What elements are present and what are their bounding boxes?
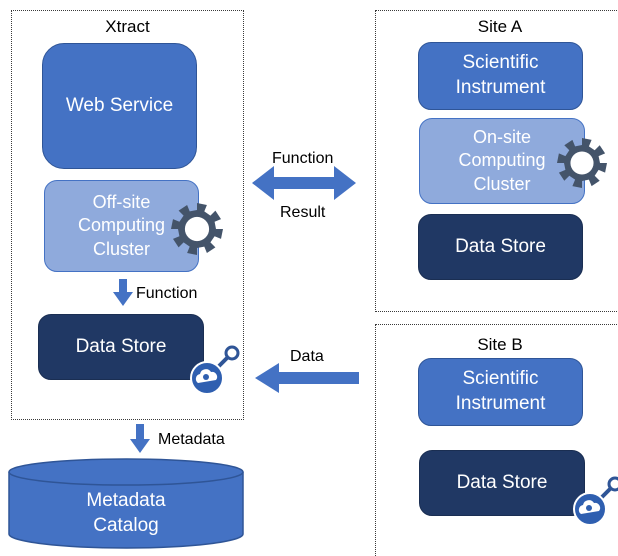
site-b-instrument-label: Scientific Instrument [455, 368, 546, 414]
onsite-cluster-box: On-site Computing Cluster [419, 118, 585, 204]
offsite-cluster-label: Off-site Computing Cluster [77, 191, 166, 259]
site-b-data-store-label: Data Store [456, 471, 548, 493]
site-a-region: Site A [375, 10, 618, 312]
web-service-label: Web Service [65, 94, 174, 116]
site-a-title: Site A [477, 17, 523, 36]
onsite-cluster-label: On-site Computing Cluster [458, 126, 546, 194]
gear-icon [171, 203, 223, 255]
down-arrow-icon [113, 279, 133, 306]
globus-icon [573, 476, 618, 526]
xtract-data-store-label: Data Store [75, 335, 167, 357]
site-a-instrument-box: Scientific Instrument [418, 42, 583, 110]
globus-dot [203, 374, 209, 380]
site-b-data-store-box: Data Store [419, 450, 585, 516]
left-arrow-icon [255, 363, 359, 393]
metadata-catalog-label-box: Metadata Catalog [8, 482, 244, 546]
globus-handle-ring [224, 345, 240, 361]
site-a-data-store-label: Data Store [455, 235, 546, 257]
site-b-title: Site B [477, 335, 523, 354]
globus-icon [190, 345, 240, 395]
metadata-catalog-label: Metadata Catalog [86, 490, 166, 536]
function-arrow-label: Function [272, 150, 334, 167]
web-service-box: Web Service [42, 43, 197, 169]
xtract-data-store-box: Data Store [38, 314, 204, 380]
site-a-instrument-label: Scientific Instrument [455, 52, 546, 98]
result-arrow-label: Result [280, 204, 326, 221]
metadata-arrow-icon [130, 424, 150, 453]
globus-handle-ring [607, 476, 618, 492]
internal-function-label: Function [136, 285, 198, 302]
site-b-region: Site B [375, 324, 618, 556]
gear-hole [184, 216, 210, 242]
gear-hole [570, 151, 594, 175]
gear-icon [557, 138, 607, 188]
metadata-label: Metadata [158, 431, 225, 448]
xtract-region: Xtract [11, 10, 244, 420]
site-a-data-store-box: Data Store [418, 214, 583, 280]
site-b-instrument-box: Scientific Instrument [418, 358, 583, 426]
globus-dot [586, 505, 592, 511]
data-arrow-label: Data [290, 348, 324, 365]
double-arrow-icon [252, 166, 356, 200]
xtract-title: Xtract [105, 17, 150, 36]
